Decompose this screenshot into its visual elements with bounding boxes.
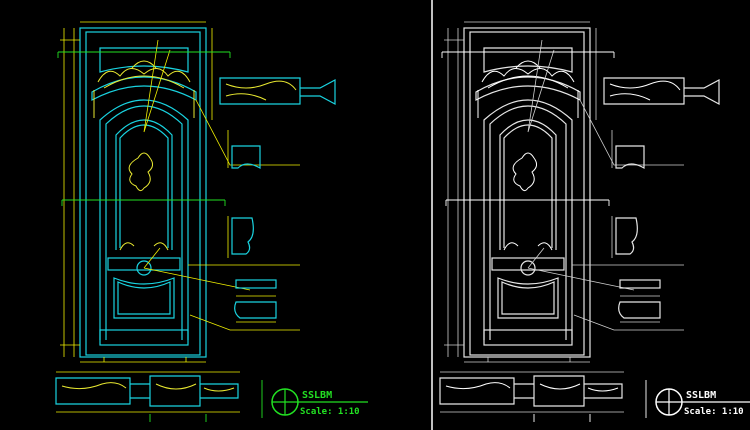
door-frame-inner <box>85 31 201 356</box>
cornice <box>91 76 197 102</box>
cornice <box>475 76 581 102</box>
door-frame-outer <box>79 27 207 358</box>
pediment-panel <box>483 47 573 73</box>
pediment-panel <box>99 47 189 73</box>
pilaster-carving <box>93 90 195 118</box>
center-carving <box>512 152 538 192</box>
horizontal-section <box>439 375 623 407</box>
pilaster-carving <box>477 90 579 118</box>
wood-grain <box>225 80 297 101</box>
profile-detail-4 <box>618 301 661 319</box>
section-grain <box>61 382 235 392</box>
crown-carving <box>481 60 575 89</box>
crown-carving <box>97 60 191 89</box>
profile-detail-3 <box>619 279 661 289</box>
lower-panel <box>113 277 175 319</box>
door-leaf <box>99 99 189 340</box>
view-symbol-lines <box>656 389 750 415</box>
rail-carving <box>119 242 169 251</box>
profile-detail-2 <box>615 217 638 255</box>
profile-detail-4 <box>234 301 277 319</box>
detail-dimensions <box>611 130 660 323</box>
section-dimensions <box>440 371 624 413</box>
detail-dimensions <box>227 130 276 323</box>
upper-panel-inner <box>503 124 553 248</box>
wood-grain <box>609 80 681 101</box>
kick-plate <box>99 329 189 346</box>
section-dimensions <box>56 371 240 413</box>
dimension-lines <box>60 21 213 363</box>
profile-detail-3 <box>235 279 277 289</box>
lower-panel-inner <box>501 281 555 315</box>
upper-panel <box>499 119 557 250</box>
section-grain <box>445 382 619 392</box>
door-frame-outer <box>463 27 591 358</box>
horizontal-section <box>55 375 239 407</box>
leader-lines <box>143 39 300 331</box>
monochrome-view <box>439 21 750 422</box>
profile-detail-1 <box>231 145 261 170</box>
section-markers <box>149 380 263 422</box>
section-detail-rail <box>219 77 336 105</box>
color-view <box>55 21 368 422</box>
leader-lines <box>527 39 684 331</box>
door-leaf-inner <box>105 105 183 340</box>
rail-carving <box>503 242 553 251</box>
section-detail-rail <box>603 77 720 105</box>
door-leaf <box>483 99 573 340</box>
section-cut-lines <box>441 51 615 206</box>
door-leaf-inner <box>489 105 567 340</box>
dimension-lines <box>444 21 597 363</box>
lower-panel <box>497 277 559 319</box>
door-knob-rosette <box>136 260 152 276</box>
kick-plate <box>483 329 573 346</box>
door-frame-inner <box>469 31 585 356</box>
section-cut-lines <box>57 51 231 206</box>
profile-detail-1 <box>615 145 645 170</box>
door-knob-rosette <box>520 260 536 276</box>
lock-rail <box>107 257 181 271</box>
center-carving <box>128 152 154 192</box>
upper-panel <box>115 119 173 250</box>
view-symbol-lines <box>272 389 368 415</box>
upper-panel-inner <box>119 124 169 248</box>
profile-detail-2 <box>231 217 254 255</box>
lock-rail <box>491 257 565 271</box>
lower-panel-inner <box>117 281 171 315</box>
section-markers <box>533 380 647 422</box>
